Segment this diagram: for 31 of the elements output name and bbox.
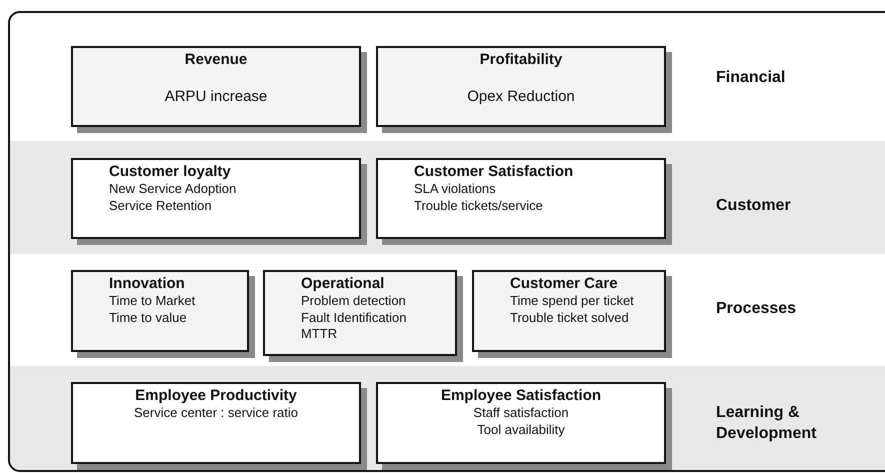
metric-text: Problem detection — [301, 293, 406, 310]
objective-title: Operational — [301, 275, 384, 293]
metric-text: Time spend per ticket — [510, 293, 634, 310]
metric-text: Staff satisfaction — [473, 405, 569, 422]
metric-text: New Service Adoption — [109, 181, 236, 198]
metric-text: Opex Reduction — [467, 89, 575, 106]
metric-text: Time to Market — [109, 293, 196, 310]
objective-title: Customer Satisfaction — [414, 163, 574, 181]
objective-title: Profitability — [480, 51, 562, 69]
objective-title: Innovation — [109, 275, 185, 293]
perspective-label: Processes — [716, 299, 798, 319]
metric-text: Trouble ticket solved — [510, 310, 629, 326]
metric-text: ARPU increase — [164, 89, 268, 106]
perspective-label: Customer — [716, 196, 792, 216]
metric-text: Time to value — [109, 310, 187, 326]
metric-text: MTTR — [301, 326, 338, 342]
perspective-band — [10, 141, 885, 254]
objective-title: Employee Productivity — [135, 387, 297, 405]
objective-title: Customer Care — [510, 275, 618, 293]
perspective-band — [10, 366, 885, 470]
perspective-label: Financial — [716, 68, 786, 88]
metric-text: Trouble tickets/service — [414, 198, 543, 214]
perspective-label: Learning & Development — [716, 403, 818, 444]
objective-title: Employee Satisfaction — [440, 387, 602, 405]
metric-text: SLA violations — [414, 181, 496, 198]
metric-text: Service Retention — [109, 198, 212, 214]
metric-text: Service center : service ratio — [134, 405, 298, 422]
objective-title: Customer loyalty — [109, 163, 231, 181]
metric-text: Fault Identification — [301, 310, 407, 326]
objective-title: Revenue — [184, 51, 248, 69]
metric-text: Tool availability — [477, 422, 565, 438]
